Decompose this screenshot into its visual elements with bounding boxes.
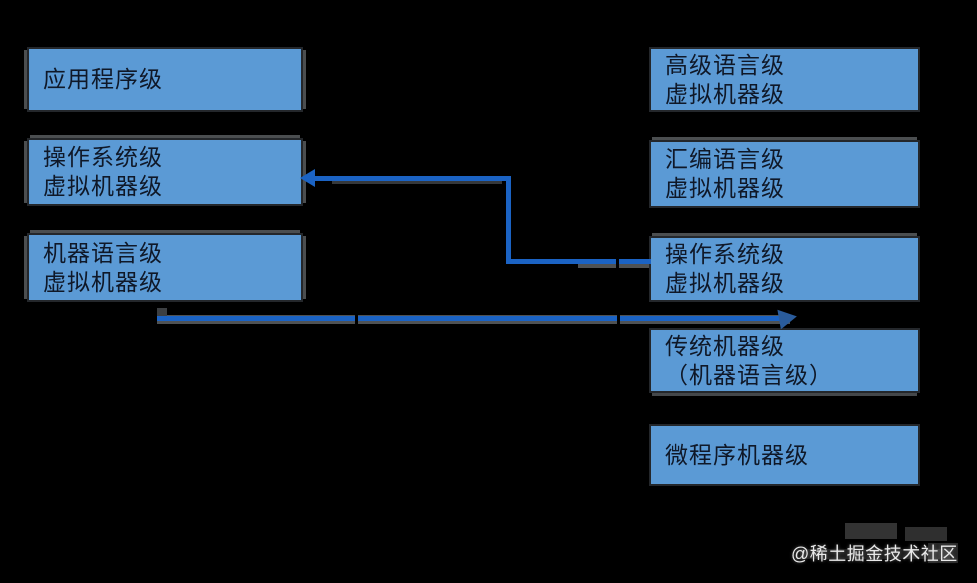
box-label-line: 操作系统级 [43, 144, 163, 170]
watermark-artifact [928, 543, 958, 563]
connector-os-horizontal-segment [506, 259, 651, 264]
box-high-level-language-virtual-machine: 高级语言级 虚拟机器级 [649, 47, 920, 112]
watermark: @稀土掘金技术社区 [791, 544, 958, 564]
box-label-line: （机器语言级） [665, 361, 833, 388]
box-label-line: 操作系统级 [665, 241, 785, 267]
box-label-line: 虚拟机器级 [665, 175, 785, 201]
connector-seam-tick [616, 255, 619, 269]
box-label-line: 虚拟机器级 [43, 173, 163, 199]
box-machine-language-virtual-machine: 机器语言级 虚拟机器级 [27, 233, 303, 302]
connector-bottom-start-nub [157, 308, 167, 316]
box-label-line: 虚拟机器级 [43, 268, 163, 295]
box-label-line: 传统机器级 [665, 332, 785, 359]
box-os-virtual-machine-right: 操作系统级 虚拟机器级 [649, 236, 920, 302]
connector-seam-tick [617, 311, 620, 328]
connector-os-horizontal-segment [314, 176, 511, 181]
box-os-virtual-machine-left: 操作系统级 虚拟机器级 [27, 138, 303, 206]
connector-os-shadow-segment [332, 181, 502, 184]
box-label-line: 微程序机器级 [665, 441, 809, 468]
box-label-line: 机器语言级 [43, 239, 163, 266]
box-traditional-machine-level: 传统机器级 （机器语言级） [649, 328, 920, 393]
box-label-line: 虚拟机器级 [665, 80, 785, 107]
box-assembly-language-virtual-machine: 汇编语言级 虚拟机器级 [649, 140, 920, 208]
box-microprogram-machine-level: 微程序机器级 [649, 424, 920, 486]
watermark-artifact [905, 527, 947, 541]
watermark-artifact [800, 549, 950, 559]
box-application-level: 应用程序级 [27, 47, 303, 112]
connector-seam-tick [355, 311, 358, 328]
watermark-artifact [845, 523, 897, 539]
arrowhead-right-icon [777, 306, 799, 330]
connector-bottom-line [157, 316, 781, 321]
box-label-line: 高级语言级 [665, 51, 785, 78]
box-label-line: 汇编语言级 [665, 146, 785, 172]
connector-os-shadow-segment [578, 264, 649, 268]
arrowhead-left-icon [300, 169, 315, 187]
box-label-line: 应用程序级 [43, 66, 163, 92]
connector-os-vertical-segment [506, 176, 511, 264]
box-label-line: 虚拟机器级 [665, 270, 785, 296]
